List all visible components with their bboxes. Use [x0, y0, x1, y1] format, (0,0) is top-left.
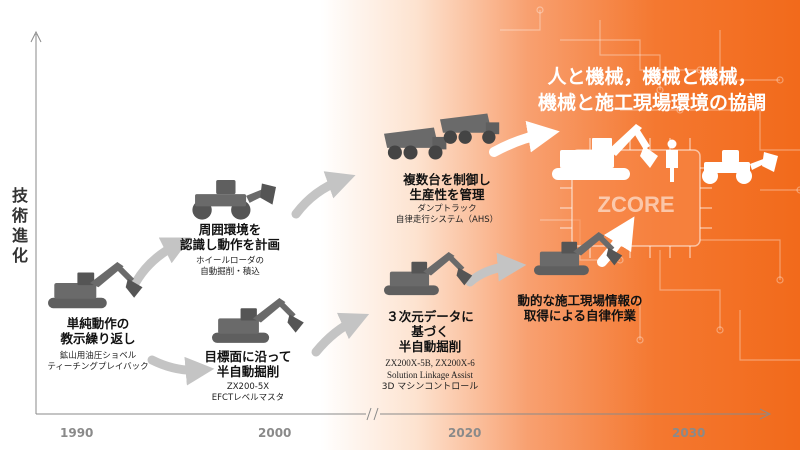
- stage-2020-sub: ZX200X-5B, ZX200X-6 Solution Linkage Ass…: [350, 357, 510, 393]
- stage-auto-title-line1: 動的な施工現場情報の: [517, 293, 643, 308]
- stage-loader-sub: ホイールローダの 自動掘削・積込: [160, 256, 300, 278]
- arrow-1990-to-2000: [147, 355, 215, 386]
- stage-loader-sub-line2: 自動掘削・積込: [200, 267, 260, 277]
- stage-1990-title: 単純動作の 教示繰り返し: [28, 316, 168, 346]
- stage-loader-title-line2: 認識し動作を計画: [179, 237, 280, 252]
- x-axis-arrow-icon: [759, 408, 772, 420]
- stage-2020-title-line1: ３次元データに: [386, 309, 474, 324]
- stage-1990-sub-line2: ティーチングプレイバック: [47, 362, 149, 372]
- arrow-dump-to-future: [489, 120, 560, 157]
- stage-auto-title: 動的な施工現場情報の 取得による自律作業: [500, 293, 660, 323]
- y-axis-label: 技術進化: [11, 186, 28, 265]
- worker-icon: [666, 139, 678, 182]
- stage-2000-sub-line2: EFCTレベルマスタ: [211, 393, 285, 403]
- stage-2000-title-line1: 目標面に沿って: [204, 349, 292, 364]
- stage-2020-title: ３次元データに 基づく 半自動掘削: [360, 309, 500, 354]
- stage-2020-sub-line3: 3D マシンコントロール: [381, 382, 479, 392]
- year-label-2000: 2000: [258, 426, 292, 440]
- stage-dump-title: 複数台を制御し 生産性を管理: [372, 172, 522, 202]
- y-axis-arrow-icon: [30, 30, 42, 43]
- year-label-2020: 2020: [448, 426, 482, 440]
- stage-2020-title-line2: 基づく: [411, 324, 449, 339]
- future-loader-icon: [702, 150, 778, 184]
- stage-dump-sub-line2: 自律走行システム（AHS）: [395, 215, 499, 225]
- stage-1990-sub-line1: 鉱山用油圧ショベル: [59, 351, 137, 361]
- stage-1990-sub: 鉱山用油圧ショベル ティーチングプレイバック: [18, 351, 178, 373]
- excavator-2000-icon: [212, 298, 304, 343]
- dump-truck-back-icon: [384, 127, 447, 160]
- stage-1990-title-line2: 教示繰り返し: [60, 331, 136, 346]
- stage-dump-sub: ダンプトラック 自律走行システム（AHS）: [362, 204, 532, 226]
- year-label-2030: 2030: [672, 426, 706, 440]
- stage-2020-title-line3: 半自動掘削: [398, 339, 462, 354]
- stage-auto-title-line2: 取得による自律作業: [523, 308, 637, 323]
- autonomous-excavator-icon: [534, 232, 623, 276]
- stage-dump-title-line2: 生産性を管理: [409, 187, 485, 202]
- stage-2000-title: 目標面に沿って 半自動掘削: [178, 349, 318, 379]
- stage-2000-sub: ZX200-5X EFCTレベルマスタ: [178, 382, 318, 404]
- arrow-loader-to-dump: [291, 171, 356, 219]
- stage-2020-sub-line2: Solution Linkage Assist: [386, 370, 473, 380]
- chip-label: ZCORE: [598, 192, 675, 217]
- stage-2020-sub-line1: ZX200X-5B, ZX200X-6: [385, 358, 475, 368]
- stage-loader-sub-line1: ホイールローダの: [195, 256, 264, 266]
- wheel-loader-icon: [192, 180, 276, 220]
- stage-2000-title-line2: 半自動掘削: [216, 364, 280, 379]
- future-excavator-icon: [552, 124, 658, 180]
- arrow-1990-to-loader: [131, 237, 191, 287]
- arrow-2000-to-2020: [311, 312, 370, 357]
- arrow-auto-to-future: [597, 216, 635, 267]
- stage-1990-title-line1: 単純動作の: [66, 316, 130, 331]
- excavator-2020-icon: [384, 252, 473, 296]
- excavator-1990-icon: [48, 262, 143, 309]
- stage-dump-sub-line1: ダンプトラック: [417, 204, 477, 214]
- dump-truck-front-icon: [440, 113, 500, 144]
- headline-line-2: 機械と施工現場環境の協調: [537, 92, 766, 114]
- arrow-2020-to-auto: [465, 252, 527, 287]
- headline-line-1: 人と機械，機械と機械，: [547, 66, 757, 88]
- future-headline: 人と機械，機械と機械， 機械と施工現場環境の協調: [512, 64, 792, 116]
- stage-dump-title-line1: 複数台を制御し: [403, 172, 491, 187]
- stage-loader-title: 周囲環境を 認識し動作を計画: [160, 222, 300, 252]
- year-label-1990: 1990: [60, 426, 94, 440]
- stage-2000-sub-line1: ZX200-5X: [226, 382, 270, 392]
- stage-loader-title-line1: 周囲環境を: [198, 222, 262, 237]
